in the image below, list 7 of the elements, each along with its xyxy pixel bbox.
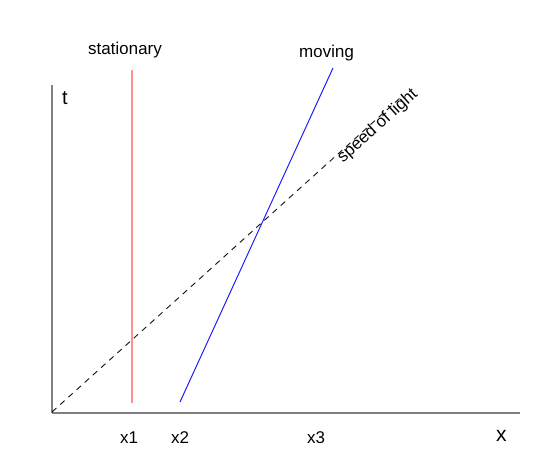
axis-label: x bbox=[496, 424, 506, 445]
worldline-label: stationary bbox=[88, 40, 162, 57]
tick-label: x3 bbox=[307, 429, 325, 446]
tick-label: x2 bbox=[171, 429, 189, 446]
tick-label: x1 bbox=[120, 429, 138, 446]
worldline-label: moving bbox=[299, 43, 354, 60]
axis-label: t bbox=[62, 88, 68, 108]
